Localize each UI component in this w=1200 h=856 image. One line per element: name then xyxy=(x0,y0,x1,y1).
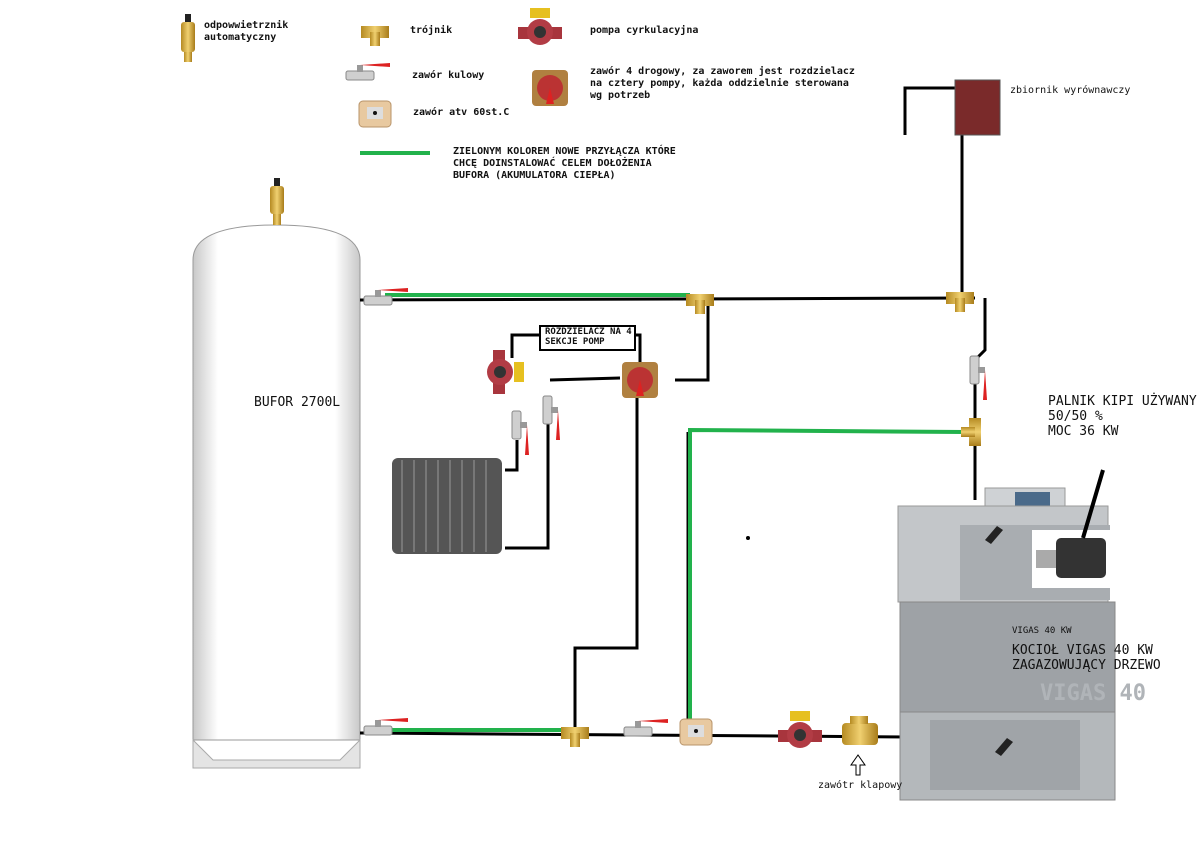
atv-valve xyxy=(679,718,713,746)
ball-valve-radiator-2 xyxy=(542,395,561,441)
boiler-label: KOCIOŁ VIGAS 40 KW ZAGAZOWUJĄCY DRZEWO xyxy=(1012,643,1161,673)
buffer-stand xyxy=(192,738,361,769)
legend-atv-valve-icon xyxy=(358,100,392,128)
buffer-tank xyxy=(192,224,361,741)
four-way-valve xyxy=(622,362,658,398)
burner-label: PALNIK KIPI UŻYWANY 50/50 % MOC 36 KW xyxy=(1048,394,1197,439)
legend-tee-label: trójnik xyxy=(410,25,453,36)
legend-air-vent-label: odpowwietrznik automatyczny xyxy=(204,20,289,43)
check-valve-label: zawótr klapowy xyxy=(818,780,903,791)
legend-four-way-valve-label: zawór 4 drogowy, za zaworem jest rozdzie… xyxy=(590,66,855,101)
ball-valve-boiler xyxy=(969,355,988,401)
radiator xyxy=(392,458,502,554)
legend-ball-valve-icon xyxy=(345,62,391,81)
manifold-box xyxy=(539,325,636,351)
dot xyxy=(746,536,750,540)
boiler-brand: VIGAS 40 xyxy=(1040,681,1146,706)
legend-tee-icon xyxy=(361,26,389,46)
legend-four-way-valve-icon xyxy=(532,70,568,106)
legend-pump-icon xyxy=(518,8,562,45)
pump-radiator xyxy=(487,350,524,394)
buffer-air-vent-icon xyxy=(270,178,284,225)
tee-bottom xyxy=(561,727,589,747)
check-valve xyxy=(842,716,878,745)
arrow-up-icon xyxy=(850,754,866,776)
legend-ball-valve-label: zawór kulowy xyxy=(412,70,485,81)
ball-valve-bottom-2 xyxy=(623,718,669,737)
burner-pointer xyxy=(1081,469,1105,539)
boiler-small-label: VIGAS 40 KW xyxy=(1012,626,1072,636)
legend-atv-valve-label: zawór atv 60st.C xyxy=(413,107,510,118)
expansion-tank-label: zbiornik wyrównawczy xyxy=(1010,85,1131,96)
ball-valve-radiator-1 xyxy=(511,410,530,456)
expansion-tank xyxy=(954,79,1001,136)
legend-air-vent-icon xyxy=(181,14,195,62)
buffer-label: BUFOR 2700L xyxy=(254,395,341,410)
pipes xyxy=(359,86,987,739)
legend-pump-label: pompa cyrkulacyjna xyxy=(590,25,699,36)
boiler xyxy=(897,469,1116,801)
legend-green-note: ZIELONYM KOLOREM NOWE PRZYŁĄCZA KTÓRE CH… xyxy=(453,146,676,181)
manifold-label: ROZDZIELACZ NA 4 SEKCJE POMP xyxy=(545,327,632,347)
tee-boiler xyxy=(961,418,981,446)
tee-expansion xyxy=(946,292,974,312)
pump-boiler xyxy=(778,711,822,748)
new-pipes xyxy=(385,293,966,732)
tee-top xyxy=(686,294,714,314)
